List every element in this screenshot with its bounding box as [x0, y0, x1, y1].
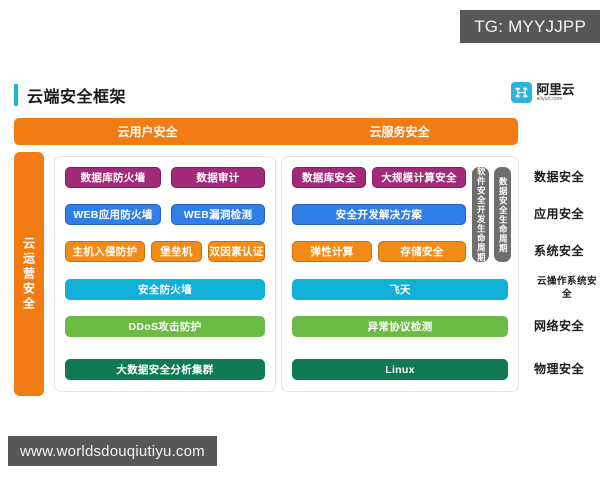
pill-two-factor-auth: 双因素认证 — [208, 241, 265, 262]
pill-ddos-protection: DDoS攻击防护 — [65, 316, 265, 337]
top-bar-segment-cloud-user-security: 云用户安全 — [117, 125, 178, 139]
pill-abnormal-protocol-detection: 异常协议检测 — [292, 316, 508, 337]
right-column-card: 数据库安全 大规模计算安全 安全开发解决方案 弹性计算 存储安全 飞天 异常协议… — [281, 156, 519, 392]
telegram-watermark: TG: MYYJJPP — [460, 10, 600, 43]
pill-web-vulnerability-scan: WEB漏洞检测 — [171, 204, 265, 225]
side-orange-bar-cloud-operations-security: 云运营安全 — [14, 152, 44, 396]
lifecycle-bar-software-security-development: 软件安全开发生命周期 — [472, 167, 489, 262]
category-label-network-security: 网络安全 — [534, 319, 585, 333]
pill-secure-development-solution: 安全开发解决方案 — [292, 204, 466, 225]
category-label-physical-security: 物理安全 — [534, 362, 585, 376]
aliyun-name-cn: 阿里云 — [536, 82, 574, 97]
aliyun-mark-icon — [511, 82, 533, 103]
lifecycle-bar-data-security: 数据安全生命周期 — [494, 167, 511, 262]
top-bar-segment-cloud-service-security: 云服务安全 — [369, 125, 430, 139]
pill-linux: Linux — [292, 359, 508, 380]
pill-security-firewall: 安全防火墙 — [65, 279, 265, 300]
category-label-data-security: 数据安全 — [534, 170, 585, 184]
side-bar-label: 云运营安全 — [21, 236, 36, 312]
title-accent-bar — [14, 84, 18, 106]
pill-database-firewall: 数据库防火墙 — [65, 167, 161, 188]
top-orange-bar: 云用户安全 云服务安全 — [14, 118, 518, 145]
pill-elastic-compute: 弹性计算 — [292, 241, 372, 262]
aliyun-name-en: aliyun.com — [536, 96, 563, 102]
pill-bigdata-security-analytics-cluster: 大数据安全分析集群 — [65, 359, 265, 380]
aliyun-logo: 阿里云 aliyun.com — [511, 82, 574, 103]
pill-bastion-host: 堡垒机 — [151, 241, 202, 262]
site-url-watermark: www.worldsdouqiutiyu.com — [8, 436, 217, 466]
pill-data-audit: 数据审计 — [171, 167, 265, 188]
category-label-application-security: 应用安全 — [534, 207, 585, 221]
pill-host-intrusion-prevention: 主机入侵防护 — [65, 241, 145, 262]
title-row: 云端安全框架 阿里云 aliyun.com — [14, 82, 586, 113]
aliyun-wordmark: 阿里云 aliyun.com — [536, 83, 574, 102]
pill-large-scale-compute-security: 大规模计算安全 — [372, 167, 466, 188]
category-label-cloud-os-security: 云操作系统安全 — [536, 276, 597, 300]
pill-storage-security: 存储安全 — [378, 241, 466, 262]
category-label-system-security: 系统安全 — [534, 244, 585, 258]
pill-apsara: 飞天 — [292, 279, 508, 300]
category-label-column: 数据安全 应用安全 系统安全 云操作系统安全 网络安全 物理安全 — [534, 152, 600, 396]
page-title: 云端安全框架 — [27, 89, 127, 106]
left-column-card: 数据库防火墙 数据审计 WEB应用防火墙 WEB漏洞检测 主机入侵防护 堡垒机 … — [54, 156, 276, 392]
pill-database-security: 数据库安全 — [292, 167, 366, 188]
framework-body: 云运营安全 数据库防火墙 数据审计 WEB应用防火墙 WEB漏洞检测 主机入侵防… — [14, 152, 597, 400]
pill-web-application-firewall: WEB应用防火墙 — [65, 204, 161, 225]
